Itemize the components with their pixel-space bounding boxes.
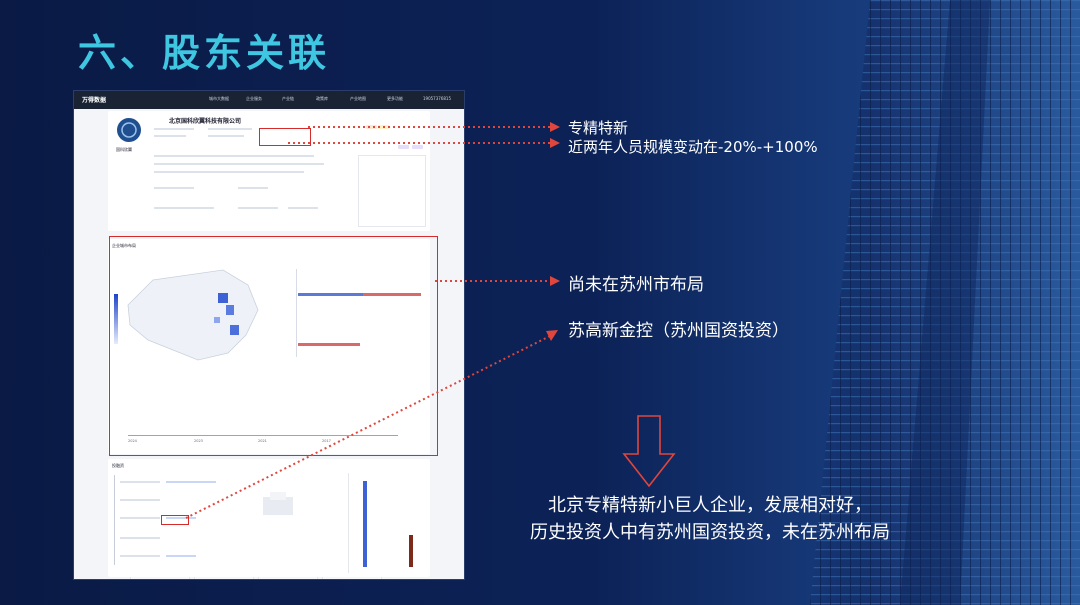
nav-item-industry-chain[interactable]: 产业链 (282, 96, 294, 101)
nav-item-more[interactable]: 更多功能 (387, 96, 403, 101)
down-arrow-icon (622, 415, 676, 488)
callout-staff-change: 近两年人员规模变动在-20%-+100% (568, 138, 818, 156)
conclusion-line-1: 北京专精特新小巨人企业，发展相对好， (548, 495, 872, 516)
city-layout-title: 企业城市布局 (112, 243, 136, 248)
callout-no-suzhou: 尚未在苏州市布局 (568, 275, 704, 295)
callout-specialized: 专精特新 (568, 119, 629, 137)
callout-suzhou-investor: 苏高新金控（苏州国资投资） (568, 321, 789, 341)
company-logo-text: 国科欣翼 (116, 147, 132, 152)
nav-item-policy[interactable]: 政策库 (316, 96, 328, 101)
conclusion-line-2: 历史投资人中有苏州国资投资，未在苏州布局 (530, 522, 890, 543)
conclusion-text: 北京专精特新小巨人企业，发展相对好， 历史投资人中有苏州国资投资，未在苏州布局 (470, 492, 950, 546)
embedded-screenshot: 万得数据 城市大数据 企业服务 产业链 政策库 产业地图 更多功能 190573… (73, 90, 465, 580)
highlight-box-investor (161, 515, 189, 525)
investment-chart (348, 473, 427, 573)
empty-state-illustration (263, 492, 293, 515)
side-info-panel (358, 155, 426, 227)
skyscraper-background (810, 0, 1080, 605)
nav-item-city-data[interactable]: 城市大数据 (209, 96, 229, 101)
company-logo (117, 118, 141, 142)
investment-card: 投融资 (108, 459, 430, 577)
timeline-year-1: 2024 (128, 439, 137, 443)
highlight-box-scale (259, 128, 311, 146)
highlight-box-layout (109, 236, 438, 456)
nav-item-enterprise[interactable]: 企业服务 (246, 96, 262, 101)
nav-item-industry-map[interactable]: 产业地图 (350, 96, 366, 101)
user-phone: 19057376815 (423, 96, 451, 101)
investment-title: 投融资 (112, 463, 124, 468)
app-logo: 万得数据 (82, 97, 107, 104)
company-name: 北京国科欣翼科技有限公司 (169, 118, 242, 125)
slide-heading: 六、股东关联 (78, 31, 331, 75)
top-nav-bar: 万得数据 城市大数据 企业服务 产业链 政策库 产业地图 更多功能 190573… (74, 91, 464, 109)
company-info-card: 国科欣翼 (108, 111, 430, 231)
